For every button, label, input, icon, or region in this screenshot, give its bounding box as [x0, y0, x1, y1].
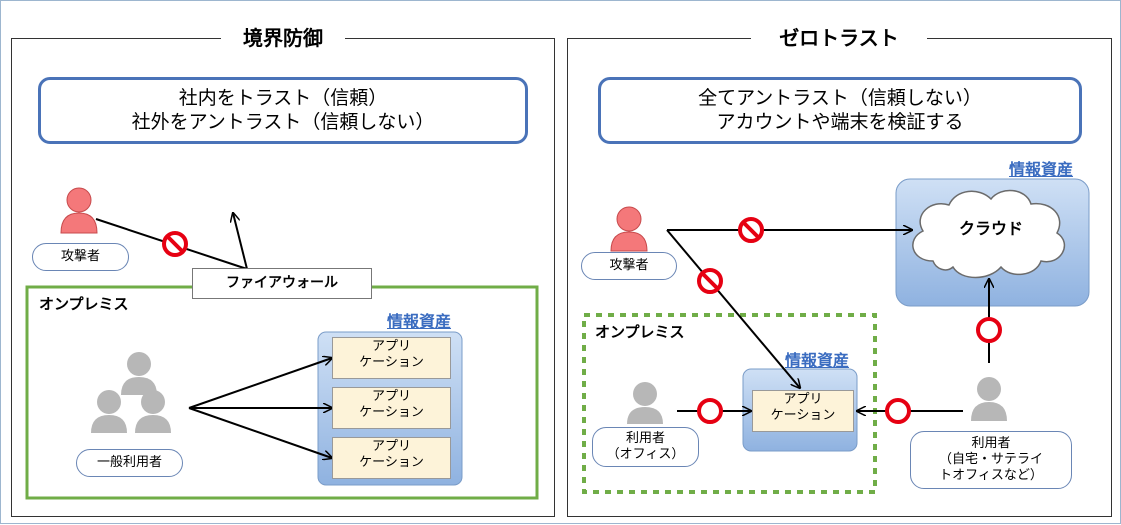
app-label: ケーション	[770, 408, 836, 423]
right-panel-title: ゼロトラスト	[751, 23, 927, 53]
policy-line: 社内をトラスト（信頼）	[178, 87, 388, 109]
user-label-line: （自宅・サテライ	[938, 452, 1043, 467]
app-label: ケーション	[359, 355, 424, 370]
person-icon	[60, 187, 98, 234]
application-box: アプリ ケーション	[332, 387, 451, 429]
app-label: ケーション	[359, 455, 424, 470]
deny-icon	[738, 217, 764, 243]
left-access-arrow	[188, 358, 332, 409]
cloud-assets-label: 情報資産	[1009, 160, 1074, 179]
users-label: 一般利用者	[76, 449, 183, 477]
app-label: ケーション	[359, 405, 424, 420]
attacker-label: 攻撃者	[32, 243, 129, 271]
policy-line: アカウントや端末を検証する	[716, 111, 964, 133]
left-access-arrow	[188, 407, 332, 458]
person-icon	[610, 206, 648, 252]
left-panel-title: 境界防御	[221, 23, 345, 53]
left-policy-box: 社内をトラスト（信頼） 社外をアントラスト（信頼しない）	[38, 77, 528, 144]
user-label-line: トオフィスなど）	[939, 468, 1043, 483]
app-label: アプリ	[371, 389, 411, 404]
remote-user-label: 利用者 （自宅・サテライ トオフィスなど）	[910, 431, 1072, 489]
firewall-box: ファイアウォール	[192, 268, 372, 299]
cloud-icon	[912, 189, 1066, 279]
left-assets-label: 情報資産	[387, 312, 452, 331]
person-icon	[91, 390, 127, 433]
attacker-label: 攻撃者	[581, 252, 677, 280]
app-label: アプリ	[783, 392, 823, 407]
allow-icon	[976, 317, 1002, 343]
user-label-line: 利用者	[971, 436, 1011, 451]
cloud-label: クラウド	[958, 219, 1023, 238]
right-policy-box: 全てアントラスト（信頼しない） アカウントや端末を検証する	[598, 77, 1082, 144]
user-label-line: （オフィス）	[606, 447, 685, 462]
application-box: アプリ ケーション	[332, 437, 451, 479]
onprem-assets-label: 情報資産	[785, 351, 850, 370]
right-onprem-boundary	[582, 313, 877, 494]
allow-icon	[697, 398, 723, 424]
right-onprem-label: オンプレミス	[595, 323, 685, 341]
policy-line: 全てアントラスト（信頼しない）	[698, 87, 982, 109]
person-icon	[627, 382, 663, 424]
user-label-line: 利用者	[625, 431, 665, 446]
deny-icon	[162, 231, 188, 257]
person-icon	[135, 390, 171, 433]
allow-icon	[885, 398, 911, 424]
left-bounce-arrow	[233, 213, 248, 270]
app-label: アプリ	[371, 439, 411, 454]
application-box: アプリ ケーション	[332, 337, 451, 379]
deny-icon	[697, 268, 723, 294]
office-user-label: 利用者 （オフィス）	[592, 427, 699, 467]
left-onprem-label: オンプレミス	[39, 295, 129, 313]
app-label: アプリ	[371, 339, 411, 354]
attacker-to-app-arrow	[666, 229, 800, 388]
person-icon	[971, 377, 1007, 421]
policy-line: 社外をアントラスト（信頼しない）	[131, 111, 435, 133]
person-icon	[121, 352, 157, 395]
application-box: アプリ ケーション	[752, 390, 854, 432]
